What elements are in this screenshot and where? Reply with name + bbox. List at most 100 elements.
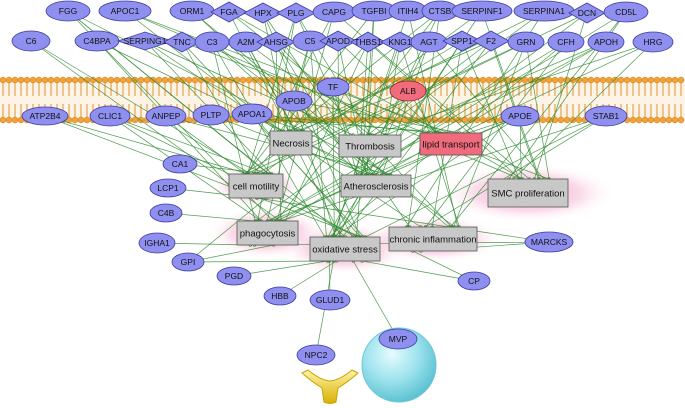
protein-label: CP [468, 276, 480, 286]
protein-hbb: HBB [264, 287, 296, 305]
protein-label: TF [328, 82, 338, 92]
process-label: cell motility [233, 182, 280, 193]
protein-label: SERPING1 [124, 36, 167, 46]
protein-dcn: DCN [569, 3, 605, 23]
protein-label: APOE [508, 111, 532, 121]
protein-label: HBB [271, 291, 289, 301]
npc2-receptor-shape [302, 370, 358, 404]
edge-mvp-oxidative-stress [353, 261, 398, 339]
process-necrosis: Necrosis [270, 131, 312, 155]
protein-npc2: NPC2 [297, 345, 335, 365]
process-label: SMC proliferation [491, 189, 564, 200]
process-label: chronic inflammation [389, 235, 476, 246]
protein-label: ANPEP [152, 111, 181, 121]
protein-clic1: CLIC1 [90, 106, 130, 126]
process-boxes: Necrosis Thrombosis lipid transport cell mo… [229, 131, 568, 261]
protein-apod: APOD [320, 31, 356, 51]
protein-igha1: IGHA1 [139, 233, 175, 253]
protein-label: LCP1 [157, 183, 179, 193]
protein-label: TNC [173, 37, 190, 47]
protein-label: C6 [26, 36, 37, 46]
protein-atp2b4: ATP2B4 [22, 107, 68, 125]
process-label: Atherosclerosis [344, 182, 409, 193]
protein-cfh: CFH [548, 32, 584, 52]
protein-label: APOH [594, 37, 618, 47]
protein-label: PLG [287, 8, 304, 18]
protein-label: PLTP [201, 110, 222, 120]
protein-label: KNG1 [388, 37, 411, 47]
process-cell-motility: cell motility [229, 174, 283, 198]
protein-label: SERPINA1 [523, 6, 565, 16]
protein-pgd: PGD [217, 267, 251, 285]
protein-apoe: APOE [501, 106, 539, 126]
protein-label: ORM1 [180, 6, 205, 16]
protein-c6: C6 [12, 31, 50, 51]
protein-alb: ALB [390, 81, 426, 101]
protein-label: F2 [486, 36, 496, 46]
protein-serpina1: SERPINA1 [514, 1, 574, 21]
process-label: phagocytosis [240, 229, 296, 240]
protein-label: SERPINF1 [461, 6, 503, 16]
protein-label: THBS1 [354, 37, 382, 47]
protein-label: STAB1 [593, 111, 620, 121]
protein-cp: CP [458, 272, 490, 290]
protein-pltp: PLTP [193, 105, 229, 125]
protein-label: GPI [181, 257, 196, 267]
process-smc-proliferation: SMC proliferation [488, 179, 568, 207]
protein-stab1: STAB1 [585, 106, 627, 126]
protein-label: APOB [282, 96, 306, 106]
protein-label: SPP1 [451, 36, 473, 46]
protein-label: CAPG [322, 7, 346, 17]
protein-tf: TF [317, 78, 349, 96]
protein-hrg: HRG [633, 32, 673, 52]
protein-plg: PLG [277, 3, 315, 23]
process-thrombosis: Thrombosis [339, 135, 401, 157]
protein-label: ATP2B4 [29, 111, 60, 121]
protein-mvp: MVP [379, 329, 417, 349]
protein-c3: C3 [195, 32, 229, 52]
protein-grn: GRN [508, 32, 544, 52]
protein-anpep: ANPEP [146, 106, 186, 126]
protein-label: AGT [420, 37, 437, 47]
protein-label: MARCKS [531, 237, 568, 247]
protein-label: DCN [578, 8, 596, 18]
protein-glud1: GLUD1 [310, 290, 350, 310]
protein-label: CFH [557, 37, 574, 47]
protein-label: HRG [644, 37, 663, 47]
protein-label: PGD [225, 271, 243, 281]
process-atherosclerosis: Atherosclerosis [341, 175, 411, 197]
protein-apoc1: APOC1 [99, 1, 151, 21]
protein-label: C5 [305, 36, 316, 46]
protein-label: GLUD1 [316, 295, 345, 305]
protein-label: CD5L [615, 7, 637, 17]
protein-apoa1: APOA1 [232, 104, 272, 124]
protein-f2: F2 [473, 31, 509, 51]
protein-serpinf1: SERPINF1 [452, 1, 512, 21]
protein-c4bpa: C4BPA [75, 31, 119, 51]
protein-fgg: FGG [46, 1, 90, 21]
protein-serping1: SERPING1 [118, 32, 172, 50]
process-label: Necrosis [273, 139, 310, 150]
protein-label: A2M [237, 37, 254, 47]
process-phagocytosis: phagocytosis [237, 221, 298, 245]
protein-apoh: APOH [588, 32, 624, 52]
protein-label: C4B [158, 208, 175, 218]
protein-label: C3 [207, 37, 218, 47]
protein-label: C4BPA [83, 36, 111, 46]
protein-thbs1: THBS1 [351, 32, 385, 52]
process-oxidative-stress: oxidative stress [310, 237, 380, 261]
protein-label: APOC1 [111, 6, 140, 16]
process-lipid-transport: lipid transport [420, 133, 482, 155]
protein-label: AHSG [264, 37, 288, 47]
process-label: Thrombosis [345, 142, 395, 153]
protein-c4b: C4B [150, 204, 182, 222]
protein-label: ITIH4 [398, 6, 419, 16]
protein-label: ALB [400, 86, 416, 96]
protein-label: CA1 [172, 159, 189, 169]
protein-label: GRN [517, 37, 536, 47]
protein-label: HPX [254, 8, 272, 18]
protein-cd5l: CD5L [604, 2, 648, 22]
protein-label: FGA [220, 7, 238, 17]
protein-ca1: CA1 [163, 155, 197, 173]
